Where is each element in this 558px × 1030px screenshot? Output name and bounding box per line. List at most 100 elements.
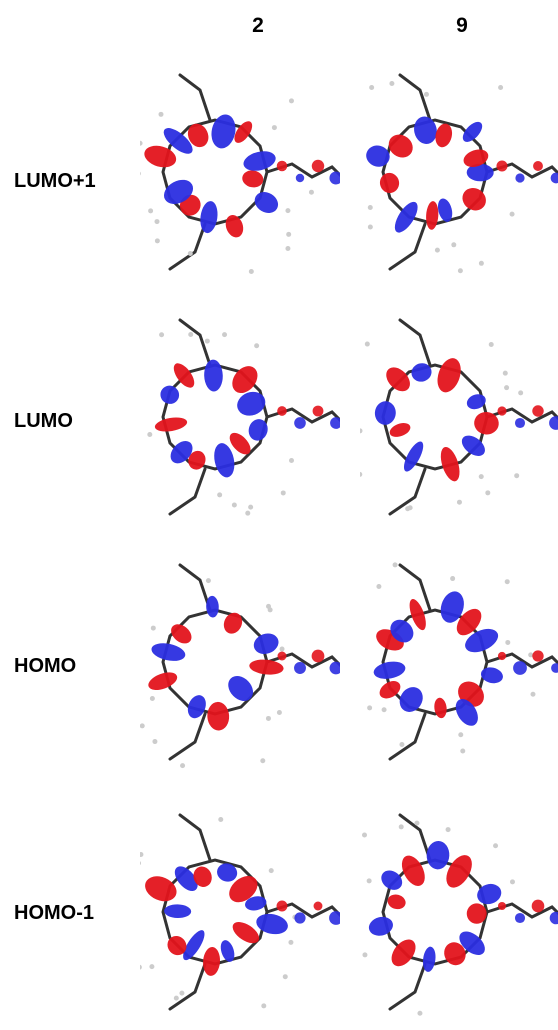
orbital-lobe (229, 432, 251, 455)
column-header-9: 9 (456, 14, 468, 37)
orbital-lobe (455, 698, 478, 726)
orbital-lobe (434, 697, 447, 719)
orbital-lobe (374, 401, 396, 425)
orbital-lumo-2 (147, 318, 340, 516)
orbital-lobe (254, 192, 279, 213)
orbital-lobe (200, 201, 218, 234)
orbital-lobe (368, 916, 393, 936)
orbital-lobe (462, 188, 486, 211)
orbital-lobe (145, 876, 177, 902)
orbital-lobe (164, 904, 192, 919)
orbital-lobe (228, 676, 254, 701)
orbital-lobe (245, 896, 267, 911)
orbital-lobe (225, 215, 244, 238)
orbital-lobe (203, 947, 221, 976)
orbital-lobe (477, 883, 502, 905)
orbital-lobe (183, 930, 205, 961)
orbital-lobe (386, 367, 410, 392)
column-header-2: 2 (252, 14, 264, 37)
molecule-backbone (381, 73, 558, 271)
orbital-lobe (211, 114, 236, 149)
row-label-lumo-plus-1: LUMO+1 (14, 170, 96, 192)
orbital-lobe (163, 179, 194, 204)
orbital-lobe (229, 876, 258, 903)
orbital-lobe (394, 201, 418, 233)
orbital-lobe (167, 935, 187, 956)
orbital-lobe (446, 855, 472, 888)
orbital-lobe (379, 172, 400, 193)
orbital-lobe (242, 170, 264, 188)
orbital-lobe (249, 659, 284, 675)
orbital-homo-9 (367, 562, 558, 761)
orbital-lobe (465, 628, 499, 653)
orbital-lobe (148, 672, 178, 690)
orbital-lobe (171, 624, 192, 644)
molecule-backbone (161, 318, 340, 516)
orbital-lobe (170, 441, 193, 464)
orbital-lobe (151, 643, 186, 661)
orbital-homo-1-2 (140, 813, 340, 1011)
orbital-lobe (214, 443, 235, 478)
orbital-lumo-9 (360, 318, 558, 516)
orbital-lobe (409, 598, 426, 631)
orbital-lobe (411, 363, 432, 382)
orbital-lobe (248, 419, 268, 441)
orbital-lobe (187, 695, 206, 719)
orbital-lobe (253, 633, 279, 654)
orbital-lobe (466, 163, 494, 182)
orbital-lobe (459, 931, 485, 955)
orbital-lobe (437, 198, 453, 222)
orbital-lobe (160, 385, 180, 404)
orbital-lobe (144, 145, 177, 168)
orbital-lobe (403, 441, 424, 472)
orbital-lobe (207, 701, 230, 731)
orbital-lobe (444, 942, 466, 966)
orbital-lobe (461, 435, 485, 456)
molecule-backbone (381, 318, 558, 516)
orbital-lobe (462, 121, 483, 142)
orbital-lobe (366, 145, 390, 167)
orbital-lobe (373, 661, 406, 679)
row-label-homo-minus-1: HOMO-1 (14, 902, 94, 924)
orbital-lobe (174, 866, 198, 892)
row-label-lumo: LUMO (14, 410, 73, 432)
orbital-lobe (426, 840, 450, 870)
orbital-lobe (480, 667, 503, 684)
orbital-homo-2 (140, 563, 340, 769)
row-label-homo: HOMO (14, 655, 77, 677)
orbital-lobe (401, 855, 425, 886)
orbital-lobe (466, 394, 486, 410)
orbital-lobe (381, 870, 403, 890)
orbital-homo-1-9 (360, 813, 558, 1016)
orbital-lobe (435, 123, 453, 148)
orbital-lobe (232, 921, 260, 944)
orbital-lobe (414, 116, 437, 144)
orbital-lobe (466, 903, 487, 924)
orbital-lobe (243, 151, 276, 171)
orbital-lobe (234, 121, 253, 143)
orbital-lobe (163, 128, 193, 154)
orbital-lobe (399, 687, 423, 712)
orbital-lobe (437, 358, 461, 393)
orbital-lobe (232, 366, 258, 394)
orbital-lobe (391, 939, 416, 967)
orbital-lobe (237, 391, 266, 416)
orbital-lobe (220, 940, 235, 962)
orbital-lobe (188, 450, 206, 470)
molecule-backbone (161, 563, 340, 761)
orbital-lobe (204, 359, 223, 392)
orbital-lobe (217, 863, 238, 882)
orbital-lobe (426, 201, 439, 230)
orbital-lobe (463, 149, 489, 167)
orbital-lobe (387, 894, 406, 910)
orbital-lobe (388, 134, 413, 158)
orbital-lumo+1-9 (366, 73, 558, 274)
orbital-lobe (223, 612, 243, 634)
orbital-lobe (456, 608, 482, 636)
orbital-lobe (440, 446, 460, 482)
orbital-lobe (474, 411, 499, 435)
orbital-lobe (389, 423, 411, 437)
molecule-backbone (381, 563, 558, 761)
orbital-lobe (379, 681, 401, 699)
orbital-lumo+1-2 (140, 73, 340, 274)
